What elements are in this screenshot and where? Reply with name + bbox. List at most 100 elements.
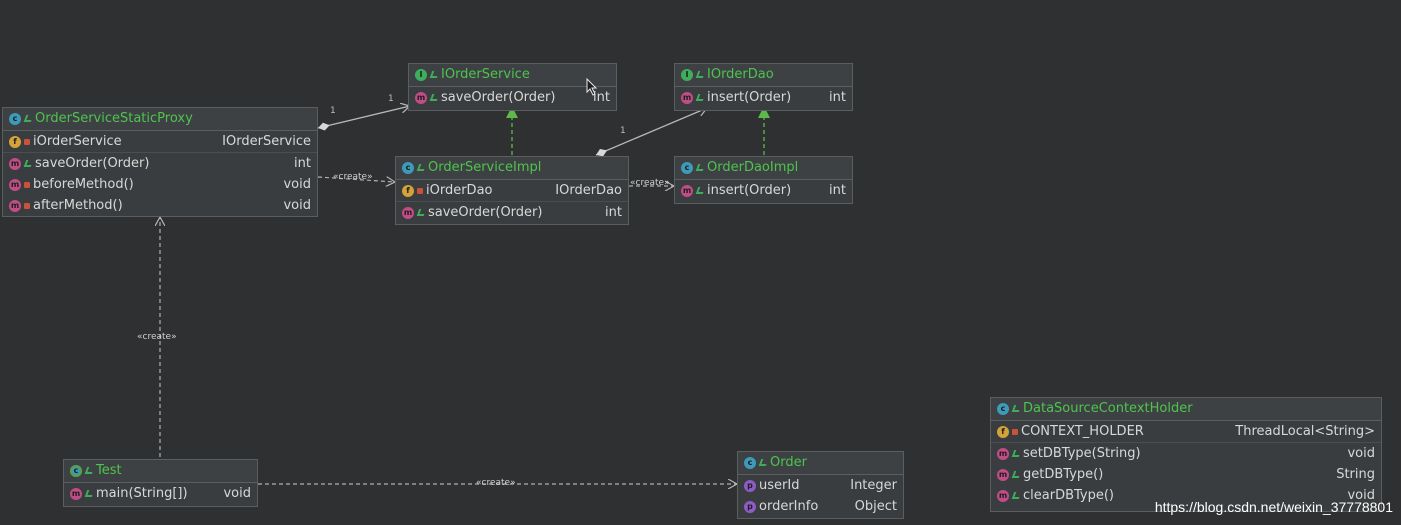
class-name: OrderServiceStaticProxy (35, 111, 193, 126)
field-row[interactable]: f iOrderDao IOrderDao (396, 180, 628, 201)
node-header[interactable]: c OrderServiceStaticProxy (3, 108, 317, 131)
private-visibility-icon (24, 138, 30, 145)
public-visibility-icon (759, 459, 767, 467)
method-row[interactable]: m insert(Order) int (675, 87, 852, 108)
class-node-test[interactable]: c Test m main(String[]) void (63, 459, 258, 507)
property-type: Integer (850, 478, 897, 493)
static-method-icon: m (997, 447, 1009, 460)
interface-icon: I (681, 69, 693, 81)
property-icon: p (744, 479, 756, 492)
field-name: CONTEXT_HOLDER (1021, 424, 1144, 439)
node-header[interactable]: I IOrderDao (675, 64, 852, 87)
field-icon: f (402, 184, 414, 197)
edge-label-create-test-proxy: «create» (137, 332, 177, 342)
class-icon: c (997, 403, 1009, 415)
interface-name: IOrderService (441, 67, 530, 82)
method-return-type: void (1347, 488, 1375, 503)
edge-proxy-to-iorderservice (317, 106, 410, 128)
method-row[interactable]: m clearDBType() void (991, 485, 1381, 506)
method-row[interactable]: m afterMethod() void (3, 195, 317, 216)
private-visibility-icon (417, 187, 423, 194)
mouse-cursor-icon (586, 78, 598, 96)
method-row[interactable]: m getDBType() String (991, 464, 1381, 485)
method-row[interactable]: m setDBType(String) void (991, 443, 1381, 464)
method-return-type: void (223, 486, 251, 501)
public-visibility-icon (696, 164, 704, 172)
method-icon: m (9, 178, 21, 191)
public-visibility-icon (430, 94, 438, 102)
multiplicity-serviceimpl-end: 1 (620, 126, 626, 136)
method-row[interactable]: m saveOrder(Order) int (3, 153, 317, 174)
class-name: Test (96, 463, 122, 478)
public-visibility-icon (417, 164, 425, 172)
edge-serviceimpl-to-iorderdao (595, 108, 707, 155)
edge-label-create-proxy-serviceimpl: «create» (333, 172, 373, 182)
public-visibility-icon (430, 71, 438, 79)
private-visibility-icon (24, 202, 30, 209)
node-header[interactable]: c OrderDaoImpl (675, 157, 852, 180)
property-row[interactable]: p userId Integer (738, 475, 903, 496)
interface-node-iorderdao[interactable]: I IOrderDao m insert(Order) int (674, 63, 853, 111)
method-row[interactable]: m saveOrder(Order) int (396, 202, 628, 223)
class-node-datasourcecontextholder[interactable]: c DataSourceContextHolder f CONTEXT_HOLD… (990, 397, 1382, 512)
method-row[interactable]: m insert(Order) int (675, 180, 852, 201)
property-row[interactable]: p orderInfo Object (738, 496, 903, 517)
property-name: userId (759, 478, 800, 493)
public-visibility-icon (696, 94, 704, 102)
public-visibility-icon (24, 160, 32, 168)
main-class-icon: c (70, 465, 82, 477)
method-icon: m (9, 199, 21, 212)
class-name: OrderServiceImpl (428, 160, 542, 175)
class-node-orderserviceimpl[interactable]: c OrderServiceImpl f iOrderDao IOrderDao… (395, 156, 629, 225)
property-type: Object (854, 499, 897, 514)
method-return-type: String (1336, 467, 1375, 482)
multiplicity-proxy-end: 1 (330, 106, 336, 116)
interface-name: IOrderDao (707, 67, 774, 82)
public-visibility-icon (1012, 471, 1020, 479)
static-method-icon: m (997, 468, 1009, 481)
method-return-type: void (283, 177, 311, 192)
edge-label-create-test-order: «create» (476, 478, 516, 488)
static-field-icon: f (997, 425, 1009, 438)
node-header[interactable]: c OrderServiceImpl (396, 157, 628, 180)
node-header[interactable]: c Order (738, 452, 903, 475)
static-method-icon: m (997, 489, 1009, 502)
class-node-orderservicestaticproxy[interactable]: c OrderServiceStaticProxy f iOrderServic… (2, 107, 318, 217)
public-visibility-icon (1012, 450, 1020, 458)
public-visibility-icon (85, 490, 93, 498)
class-node-orderdaoimpl[interactable]: c OrderDaoImpl m insert(Order) int (674, 156, 853, 204)
field-row[interactable]: f iOrderService IOrderService (3, 131, 317, 152)
method-name: saveOrder(Order) (428, 205, 543, 220)
method-row[interactable]: m beforeMethod() void (3, 174, 317, 195)
field-name: iOrderService (33, 134, 122, 149)
method-name: beforeMethod() (33, 177, 134, 192)
method-row[interactable]: m main(String[]) void (64, 483, 257, 504)
class-node-order[interactable]: c Order p userId Integer p orderInfo Obj… (737, 451, 904, 519)
method-icon: m (9, 157, 21, 170)
multiplicity-iorderservice-end: 1 (388, 94, 394, 104)
field-name: iOrderDao (426, 183, 493, 198)
class-icon: c (402, 162, 414, 174)
method-name: main(String[]) (96, 486, 188, 501)
class-icon: c (681, 162, 693, 174)
class-name: OrderDaoImpl (707, 160, 799, 175)
node-header[interactable]: c DataSourceContextHolder (991, 398, 1381, 421)
method-icon: m (402, 206, 414, 219)
public-visibility-icon (24, 115, 32, 123)
class-icon: c (9, 113, 21, 125)
method-return-type: void (283, 198, 311, 213)
private-visibility-icon (1012, 428, 1018, 435)
method-row[interactable]: m saveOrder(Order) int (409, 87, 616, 108)
class-name: Order (770, 455, 807, 470)
method-name: saveOrder(Order) (35, 156, 150, 171)
node-header[interactable]: I IOrderService (409, 64, 616, 87)
node-header[interactable]: c Test (64, 460, 257, 483)
method-icon: m (681, 184, 693, 197)
interface-node-iorderservice[interactable]: I IOrderService m saveOrder(Order) int (408, 63, 617, 111)
method-name: insert(Order) (707, 183, 792, 198)
class-icon: c (744, 457, 756, 469)
field-row[interactable]: f CONTEXT_HOLDER ThreadLocal<String> (991, 421, 1381, 442)
watermark-url: https://blog.csdn.net/weixin_37778801 (1154, 499, 1393, 515)
